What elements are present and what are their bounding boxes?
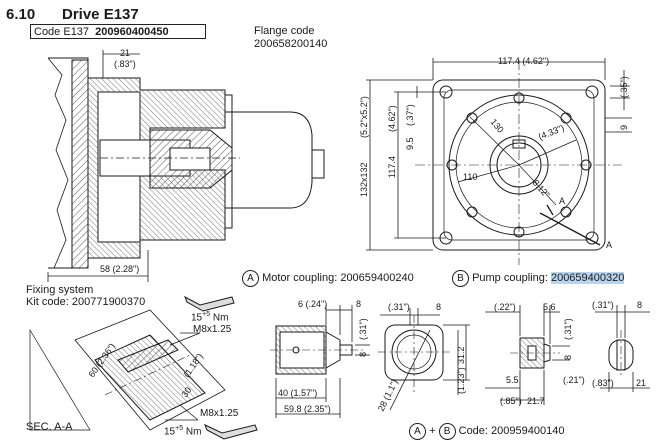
dim-8-d: 8 [637,300,642,310]
flange-code: 200658200140 [254,38,328,50]
code-value: 200960400450 [95,26,169,38]
dim-8-a: 8 [356,299,361,309]
dim-8-b: 8 [358,352,368,357]
dim-9: 9 [619,125,629,130]
motor-coupling-text: Motor coupling: 200659400240 [262,272,414,284]
motor-coupling-legend: A Motor coupling: 200659400240 [242,270,414,287]
dim-1-23: (1.23") [456,367,466,394]
dim-22: (.22") [494,302,516,312]
combined-code: A + B Code: 200959400140 [409,423,564,440]
thread-bottom: M8x1.25 [200,408,239,419]
dim-8-mid: 8 [436,302,441,312]
pump-coupling-prefix: Pump coupling: [472,272,551,284]
dim-110: 110 [463,172,477,182]
section-number: 6.10 [6,6,36,23]
dim-58: 58 (2.28") [100,264,139,274]
left-dimensions [47,50,149,282]
dim-31-a: (.31") [358,318,368,340]
flange-front-view [415,60,622,265]
dim-31-b: (.31") [563,318,573,340]
dim-8-12: 8.12" [531,178,552,200]
dim-28: 28 (1.1") [376,378,400,413]
pump-coupling-code: 200659400320 [550,272,625,284]
fixing-system-title: Fixing system [26,284,94,296]
section-letter-a2: A [606,240,612,250]
section-letter-a1: A [559,196,565,206]
dim-130: 130 [488,117,505,135]
torque-top: 15+5 Nm [191,311,229,324]
dim-5-6: 5.6 [543,302,556,312]
dim-21-in: (.83") [114,59,136,69]
flange-label: Flange code [254,25,315,37]
dim-117-4: 117.4 (4.62") [498,56,549,66]
coupling-front-view [378,315,450,411]
code-box: Code E137 200960400450 [30,24,206,39]
dim-31-c: (.31") [592,300,614,310]
dim-117-4-v: 117.4 [387,156,397,178]
dim-21-7: 21.7 [527,396,545,406]
thread-top: M8x1.25 [193,324,232,335]
page-title: Drive E137 [62,6,139,23]
dim-132: 132x132 [359,162,369,197]
detail-b-drawing [510,337,560,369]
dim-9-5: 9.5 [405,137,415,150]
dim-30: 30 [179,385,193,399]
dim-8-c: 8 [563,355,573,360]
detail-c-drawing [608,330,634,378]
dim-31-2: 31.2 [456,346,466,364]
dim-85: (.85") [500,396,522,406]
dim-4-62-v: (4.62") [387,105,397,132]
circle-a-icon: A [409,423,426,440]
circle-b-icon: B [452,270,469,287]
dim-6: 6 (.24") [298,299,327,309]
section-label: SEC. A-A [26,421,73,433]
circle-b-icon: B [438,423,456,440]
dim-5-5: 5.5 [506,375,519,385]
fixing-section [29,295,258,440]
dim-21: 21 [120,48,130,58]
code-label: Code E137 [34,26,90,38]
dim-37: (.37") [405,104,415,126]
combined-code-text: Code: 200959400140 [458,425,565,437]
dim-31-mid: (.31") [388,302,410,312]
dim-40: 40 (1.57") [278,388,317,398]
circle-a-icon: A [242,270,259,287]
drive-section-view [47,57,325,269]
dim-21-in: (.21") [563,375,585,385]
dim-83: (.83") [592,378,614,388]
torque-bottom: 15+5 Nm [164,425,202,438]
flange-dimensions [366,58,632,251]
dim-4-33: (4.33") [537,123,566,142]
dim-59-8: 59.8 (2.35") [284,404,331,414]
dim-21: 21 [636,378,646,388]
pump-coupling-legend: B Pump coupling: 200659400320 [452,270,625,287]
detail-a-drawing [270,325,365,375]
dim-5-2: (5.2"x5.2") [359,96,369,138]
dim-35: (.35") [619,76,629,98]
fixing-kit-code: Kit code: 200771900370 [26,296,146,308]
